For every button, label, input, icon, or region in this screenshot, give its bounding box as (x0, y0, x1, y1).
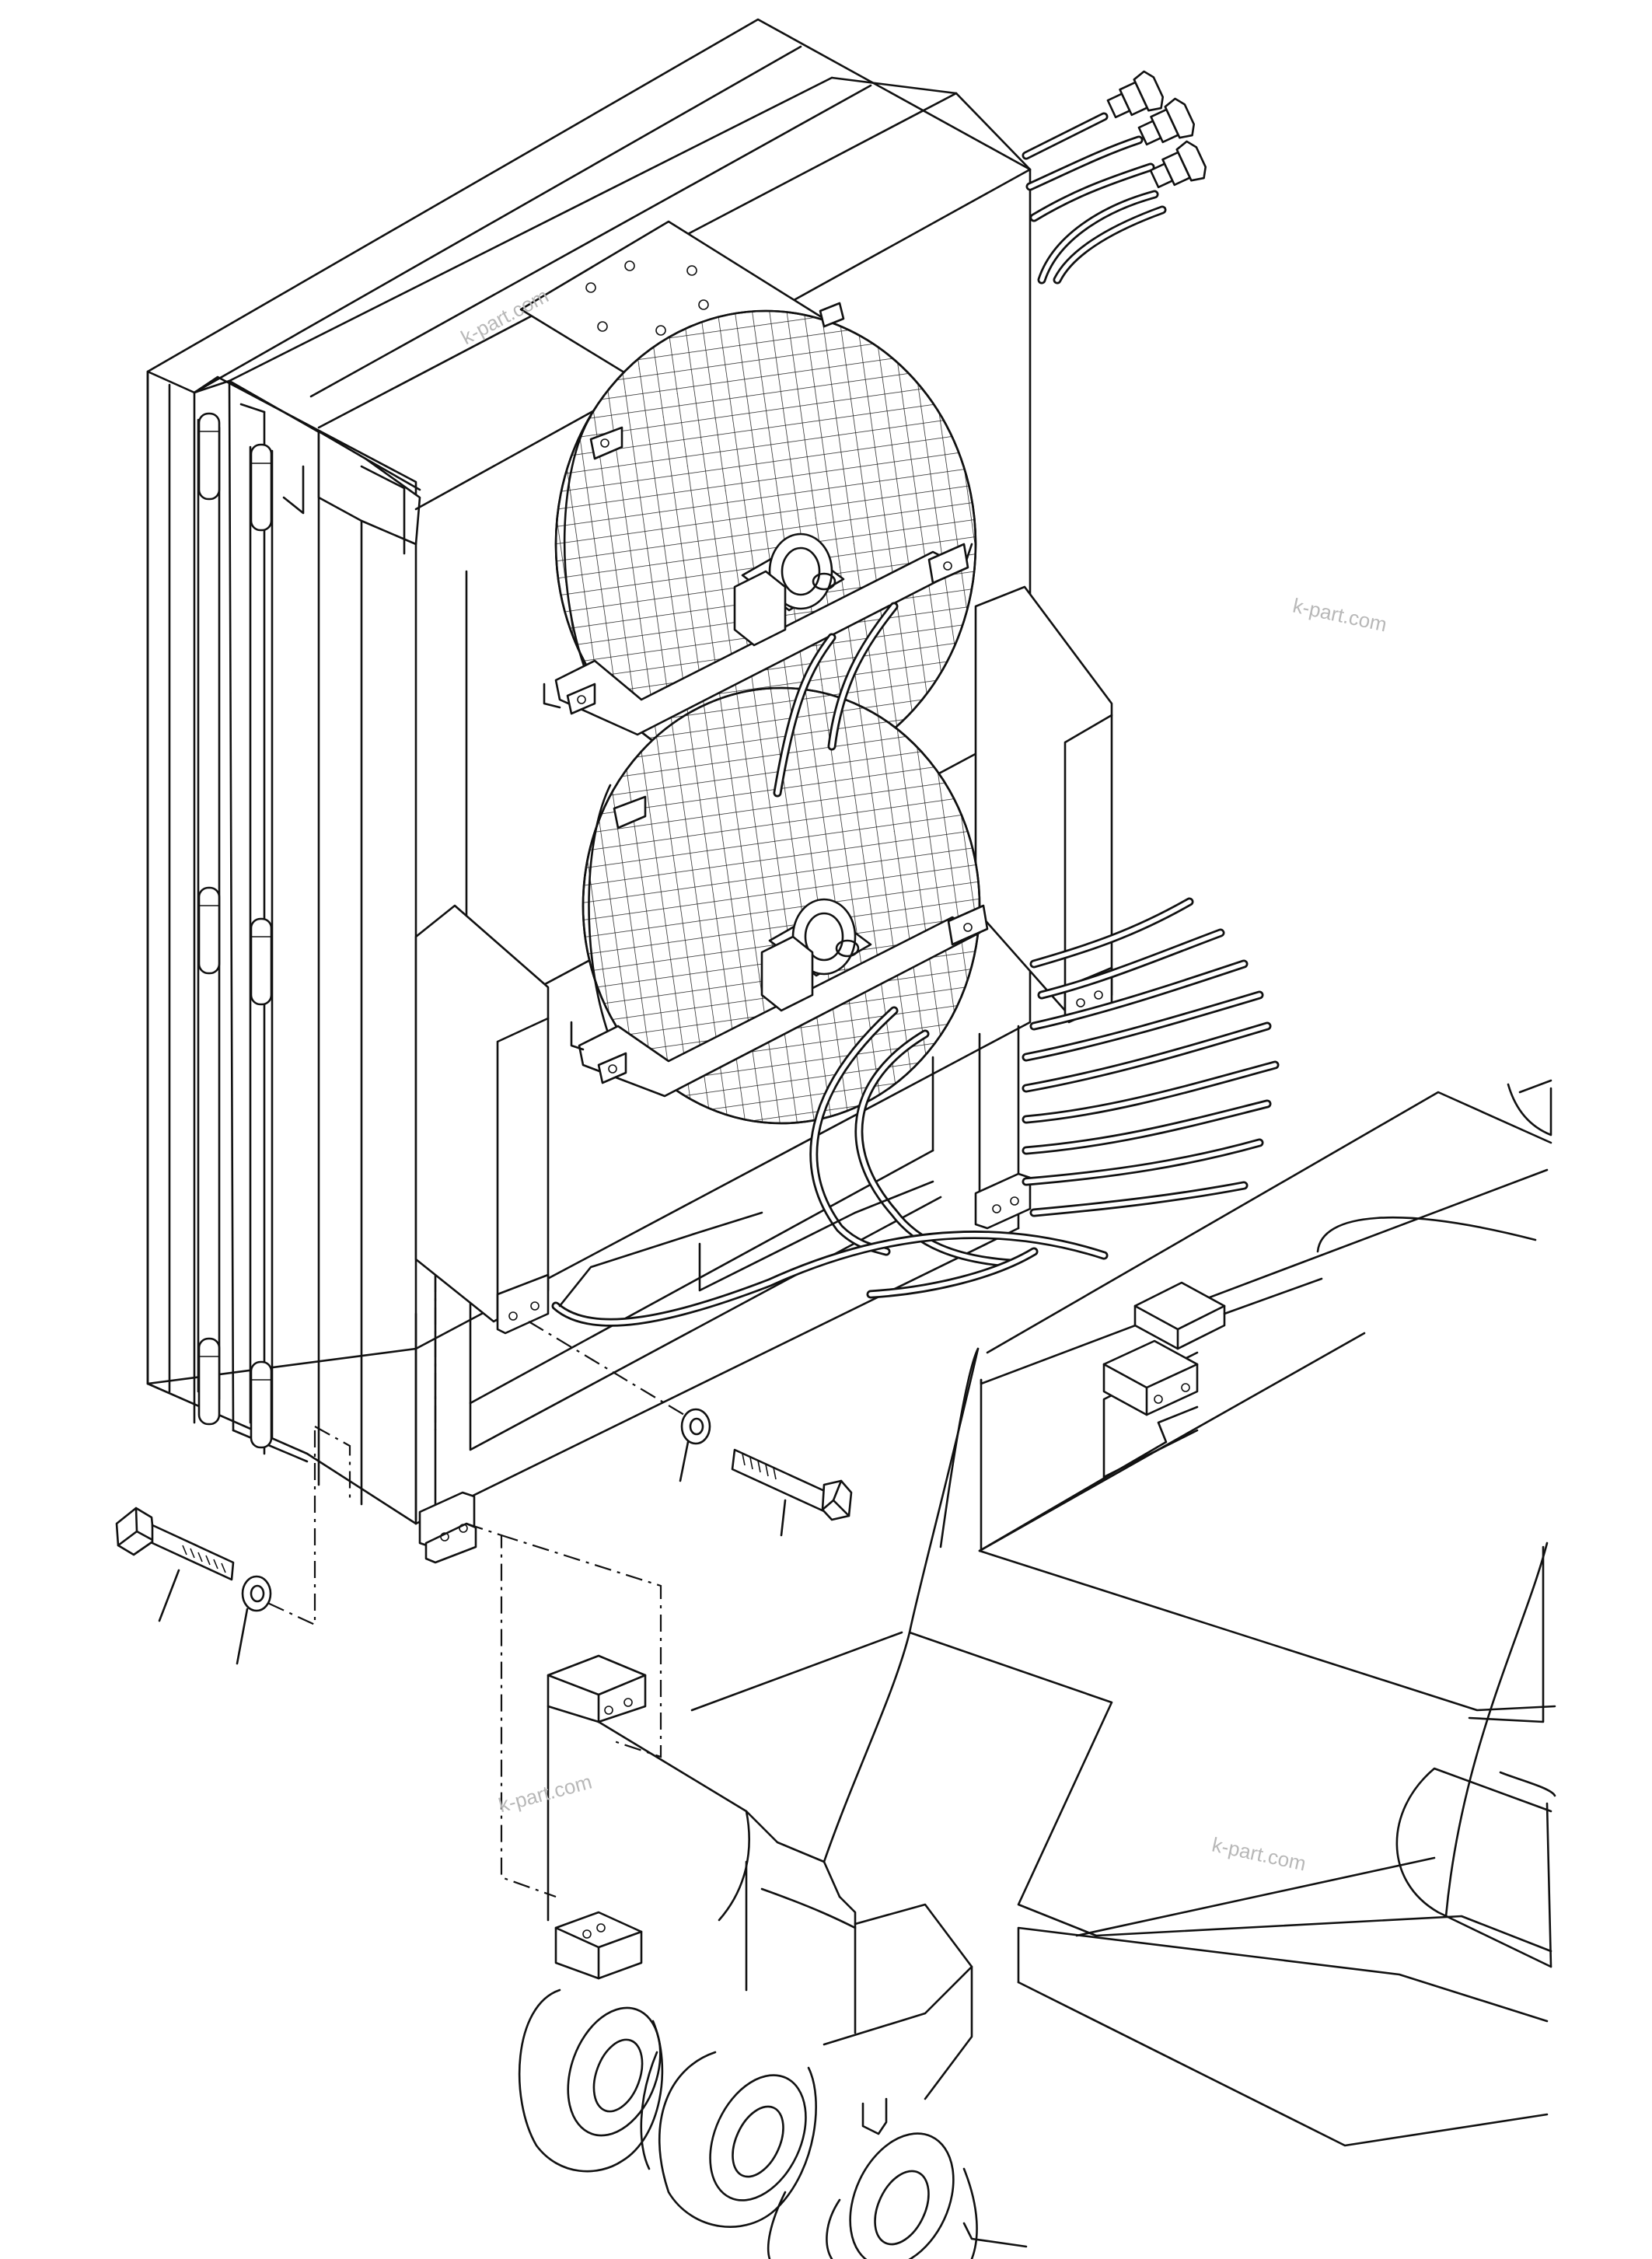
washer-right (679, 1408, 711, 1482)
assembly-lines (264, 1275, 685, 1898)
wiring-hoses (551, 112, 1280, 1327)
hose-fittings (1106, 70, 1207, 189)
machine-frame (690, 1079, 1556, 2248)
core-tubes (197, 412, 274, 1449)
cooling-fan-lower (570, 686, 989, 1125)
bolt-right (731, 1448, 853, 1537)
cooling-fan-upper (543, 302, 977, 779)
loader-arm (518, 1654, 978, 2259)
bolt-left (115, 1507, 235, 1622)
washer-left (236, 1575, 272, 1665)
frame-mount-blocks (1102, 1277, 1323, 1416)
